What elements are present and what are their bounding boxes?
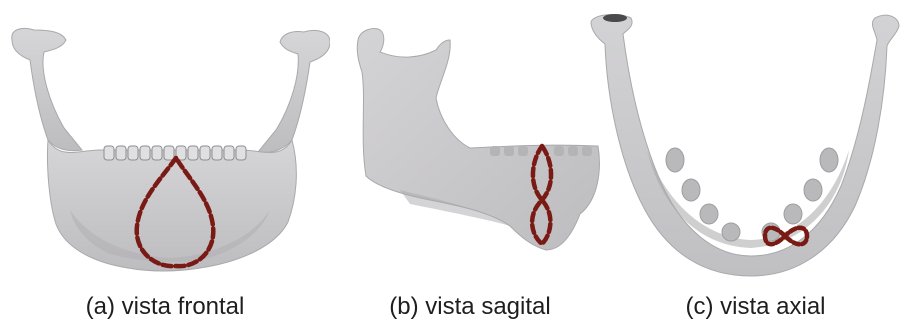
right-condyle bbox=[258, 30, 330, 152]
condyle-marker bbox=[603, 14, 627, 22]
panel-sagittal-view bbox=[340, 0, 610, 327]
mandible-frontal-illustration bbox=[0, 0, 330, 290]
panel-frontal-view bbox=[0, 0, 310, 327]
teeth-axial bbox=[666, 148, 838, 241]
mandible-sagittal-illustration bbox=[340, 0, 610, 290]
caption-sagittal: (b) vista sagital bbox=[350, 290, 590, 324]
mandible-arch bbox=[591, 15, 899, 276]
panel-axial-view bbox=[585, 0, 901, 327]
mandible-axial-illustration bbox=[585, 0, 901, 290]
caption-axial: (c) vista axial bbox=[610, 290, 901, 324]
left-condyle bbox=[12, 28, 82, 150]
caption-frontal: (a) vista frontal bbox=[0, 290, 330, 324]
